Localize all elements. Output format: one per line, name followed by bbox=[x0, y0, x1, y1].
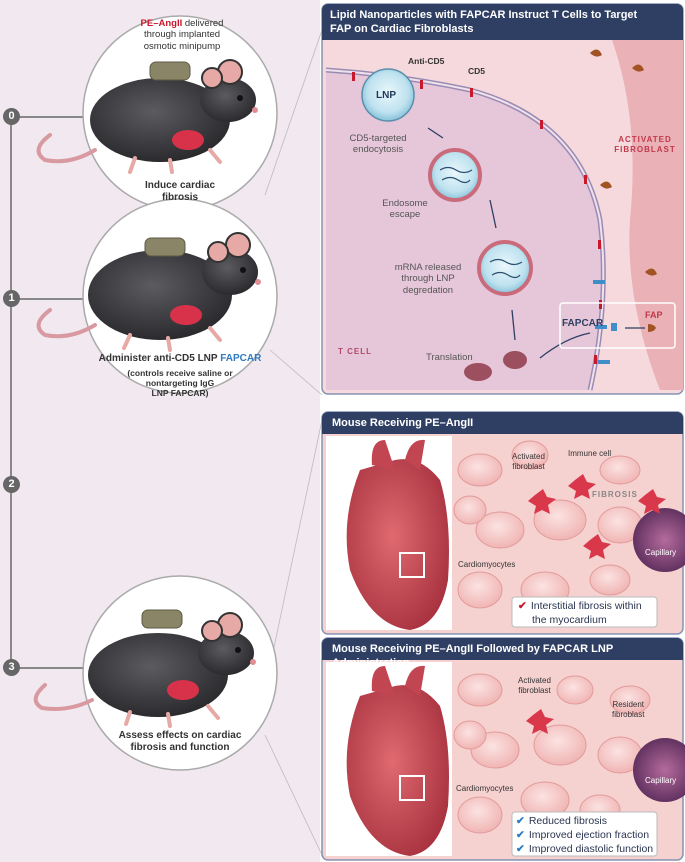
panel-lnp-title: Lipid Nanoparticles with FAPCAR Instruct… bbox=[330, 8, 680, 36]
label-tr-activated-line1: Activated bbox=[518, 676, 551, 685]
heart-illustration-2 bbox=[346, 665, 449, 856]
mouse-2-caption-line2: fibrosis and function bbox=[130, 742, 230, 753]
capillary-2 bbox=[633, 738, 685, 802]
mouse-circle-2 bbox=[33, 575, 278, 771]
lnp-particle-3 bbox=[477, 240, 533, 296]
panel-lnp-title-line2: FAP on Cardiac Fibroblasts bbox=[330, 23, 474, 35]
label-activated-line2: FIBROBLAST bbox=[614, 144, 676, 154]
mouse-0-caption-line1: Induce cardiac bbox=[144, 180, 216, 191]
check-icon: ✔ bbox=[516, 829, 525, 841]
panel-lnp-title-line1: Lipid Nanoparticles with FAPCAR Instruct… bbox=[330, 9, 638, 21]
cd5-markers bbox=[352, 72, 602, 364]
mouse-illustration-1 bbox=[36, 232, 261, 352]
treated-outcome-2-text: Improved diastolic function bbox=[528, 843, 654, 855]
mouse-0-caption: Induce cardiac fibrosis bbox=[120, 180, 240, 204]
label-activated-fibroblast: ACTIVATED FIBROBLAST bbox=[610, 135, 680, 154]
treated-outcomes: ✔Reduced fibrosis ✔Improved ejection fra… bbox=[516, 814, 653, 856]
label-tr-activated: Activated fibroblast bbox=[518, 676, 551, 695]
mouse-1-caption-accent: FAPCAR bbox=[220, 353, 262, 364]
label-tr-cardiomyocytes: Cardiomyocytes bbox=[456, 784, 514, 793]
label-fib-capillary: Capillary bbox=[645, 548, 677, 557]
label-mrna-line2: through LNP bbox=[401, 273, 455, 285]
mouse-circle-1 bbox=[36, 198, 278, 394]
lnp-particle-1 bbox=[361, 68, 415, 122]
mouse-illustration-2 bbox=[33, 609, 256, 728]
label-endosome-line1: Endosome bbox=[382, 198, 428, 209]
label-fib-activated: Activated fibroblast bbox=[512, 452, 545, 471]
label-resident-line1: Resident bbox=[612, 700, 645, 709]
label-endosome-line2: escape bbox=[389, 209, 421, 221]
label-endosome: Endosome escape bbox=[370, 198, 440, 221]
label-mrna-line3: degredation bbox=[402, 284, 454, 296]
check-icon: ✔ bbox=[516, 843, 525, 855]
label-mrna: mRNA released through LNP degredation bbox=[388, 262, 468, 296]
timeline-step-3: 3 bbox=[3, 659, 20, 676]
label-endocytosis: CD5-targeted endocytosis bbox=[338, 133, 418, 156]
mouse-0-caption-line2: fibrosis bbox=[161, 192, 199, 203]
timeline bbox=[10, 116, 85, 670]
label-immune-cell: Immune cell bbox=[568, 449, 612, 458]
check-icon: ✔ bbox=[516, 815, 525, 827]
label-fap: FAP bbox=[645, 310, 663, 320]
mouse-2-caption-line1: Assess effects on cardiac bbox=[118, 730, 242, 741]
label-fibrosis: FIBROSIS bbox=[592, 490, 638, 499]
label-fib-cardiomyocytes: Cardiomyocytes bbox=[458, 560, 516, 569]
panel-treated-title: Mouse Receiving PE–AngII Followed by FAP… bbox=[332, 643, 613, 669]
label-fib-activated-line1: Activated bbox=[512, 452, 545, 461]
mouse-1-sub-line1: (controls receive saline or bbox=[127, 368, 233, 378]
label-translation: Translation bbox=[426, 352, 473, 363]
panel-fibrosis bbox=[321, 411, 685, 635]
lnp-particle-2 bbox=[428, 148, 482, 202]
heart-illustration-1 bbox=[346, 439, 449, 630]
treated-outcome-0: ✔Reduced fibrosis bbox=[516, 814, 653, 828]
timeline-step-0: 0 bbox=[3, 108, 20, 125]
label-anti-cd5: Anti-CD5 bbox=[408, 56, 445, 66]
mouse-1-caption-line1: Administer anti-CD5 LNP bbox=[98, 353, 218, 364]
fibrosis-outcome-line1: Interstitial fibrosis within bbox=[530, 600, 642, 612]
mouse-1-sub-line3: LNP FAPCAR) bbox=[151, 388, 209, 399]
timeline-step-2: 2 bbox=[3, 476, 20, 493]
treated-outcome-2: ✔Improved diastolic function bbox=[516, 842, 653, 856]
mouse-0-note-line3: osmotic minipump bbox=[143, 40, 221, 52]
connector-lines bbox=[264, 29, 323, 856]
mouse-1-sub-line2: nontargeting IgG bbox=[145, 378, 215, 389]
mouse-0-note-accent: PE–AngII bbox=[140, 18, 183, 29]
capillary-1 bbox=[633, 508, 685, 572]
label-mrna-line1: mRNA released bbox=[394, 262, 462, 273]
mouse-1-subcaption: (controls receive saline or nontargeting… bbox=[100, 368, 260, 399]
mouse-illustration-0 bbox=[36, 59, 258, 174]
label-endocytosis-line2: endocytosis bbox=[352, 144, 404, 156]
label-fib-activated-line2: fibroblast bbox=[512, 461, 545, 471]
treated-outcome-0-text: Reduced fibrosis bbox=[528, 815, 608, 827]
mouse-0-note-line2: through implanted bbox=[143, 29, 221, 41]
mouse-1-caption: Administer anti-CD5 LNP FAPCAR bbox=[92, 353, 268, 365]
check-icon: ✔ bbox=[518, 600, 527, 612]
mouse-0-note: PE–AngII delivered through implanted osm… bbox=[112, 18, 252, 52]
mouse-0-note-line1: delivered bbox=[184, 18, 224, 29]
treated-outcome-1: ✔Improved ejection fraction bbox=[516, 828, 653, 842]
panel-fibrosis-title: Mouse Receiving PE–AngII bbox=[332, 417, 474, 429]
label-fapcar: FAPCAR bbox=[562, 318, 604, 329]
label-activated-line1: ACTIVATED bbox=[618, 135, 672, 144]
label-lnp: LNP bbox=[376, 90, 396, 101]
panel-lnp bbox=[321, 3, 684, 395]
timeline-step-1: 1 bbox=[3, 290, 20, 307]
fibrosis-outcome: ✔Interstitial fibrosis within the myocar… bbox=[518, 599, 642, 627]
fibrosis-outcome-line2: the myocardium bbox=[532, 614, 607, 626]
label-tr-activated-line2: fibroblast bbox=[518, 685, 551, 695]
treated-outcome-1-text: Improved ejection fraction bbox=[528, 829, 650, 841]
label-tcell: T CELL bbox=[338, 347, 372, 356]
label-tr-capillary: Capillary bbox=[645, 776, 677, 785]
mouse-2-caption: Assess effects on cardiac fibrosis and f… bbox=[105, 730, 255, 754]
label-resident-fibroblast: Resident fibroblast bbox=[612, 700, 644, 719]
panel-treated bbox=[321, 637, 685, 861]
label-resident-line2: fibroblast bbox=[612, 709, 645, 719]
label-cd5: CD5 bbox=[468, 66, 486, 76]
mouse-circle-0 bbox=[36, 15, 278, 211]
label-endocytosis-line1: CD5-targeted bbox=[349, 133, 407, 144]
